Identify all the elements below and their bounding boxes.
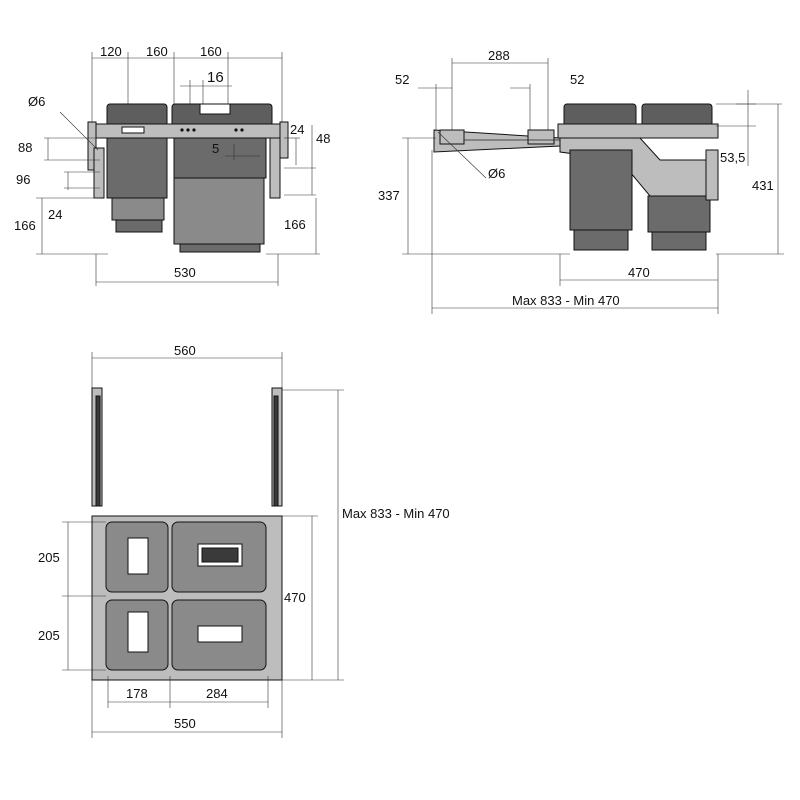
top-view: 560 Max 833 - Min 470 205 205 470 178 28…	[38, 343, 450, 738]
dim-front-166-right: 166	[284, 217, 306, 232]
dim-front-16: 16	[207, 69, 224, 86]
dim-side-470: 470	[628, 265, 650, 280]
dim-top-205b: 205	[38, 628, 60, 643]
dim-side-diam6: Ø6	[488, 166, 505, 181]
dim-side-53-5: 53,5	[720, 150, 745, 165]
front-view: 120 160 160 16 Ø6 88 5 24 48 96 24 166 1…	[14, 44, 330, 286]
side-view: 288 52 52 Ø6 337 53,5 431 470 Max 833 - …	[378, 48, 784, 314]
dim-top-560: 560	[174, 343, 196, 358]
side-bin-rear	[647, 195, 711, 233]
dim-top-range: Max 833 - Min 470	[342, 506, 450, 521]
front-right-bin	[173, 137, 267, 179]
dim-front-diam6: Ø6	[28, 94, 45, 109]
dim-side-337: 337	[378, 188, 400, 203]
dim-front-96: 96	[16, 172, 30, 187]
dim-front-88: 88	[18, 140, 32, 155]
dim-front-160a: 160	[146, 44, 168, 59]
dim-front-160b: 160	[200, 44, 222, 59]
side-bin-front	[569, 149, 633, 231]
dim-front-5: 5	[212, 141, 219, 156]
dim-front-530: 530	[174, 265, 196, 280]
dim-side-431: 431	[752, 178, 774, 193]
dim-top-470: 470	[284, 590, 306, 605]
front-left-lid	[106, 103, 168, 127]
dim-front-166-left: 166	[14, 218, 36, 233]
dim-top-284: 284	[206, 686, 228, 701]
dim-top-178: 178	[126, 686, 148, 701]
dim-side-52b: 52	[570, 72, 584, 87]
dim-top-550: 550	[174, 716, 196, 731]
dim-top-205a: 205	[38, 550, 60, 565]
dim-side-52a: 52	[395, 72, 409, 87]
dim-front-24-right: 24	[290, 122, 304, 137]
front-left-bin	[106, 137, 168, 199]
dim-side-range: Max 833 - Min 470	[512, 293, 620, 308]
dim-side-288: 288	[488, 48, 510, 63]
dim-front-48: 48	[316, 131, 330, 146]
dim-front-24-left: 24	[48, 207, 62, 222]
dim-front-120: 120	[100, 44, 122, 59]
